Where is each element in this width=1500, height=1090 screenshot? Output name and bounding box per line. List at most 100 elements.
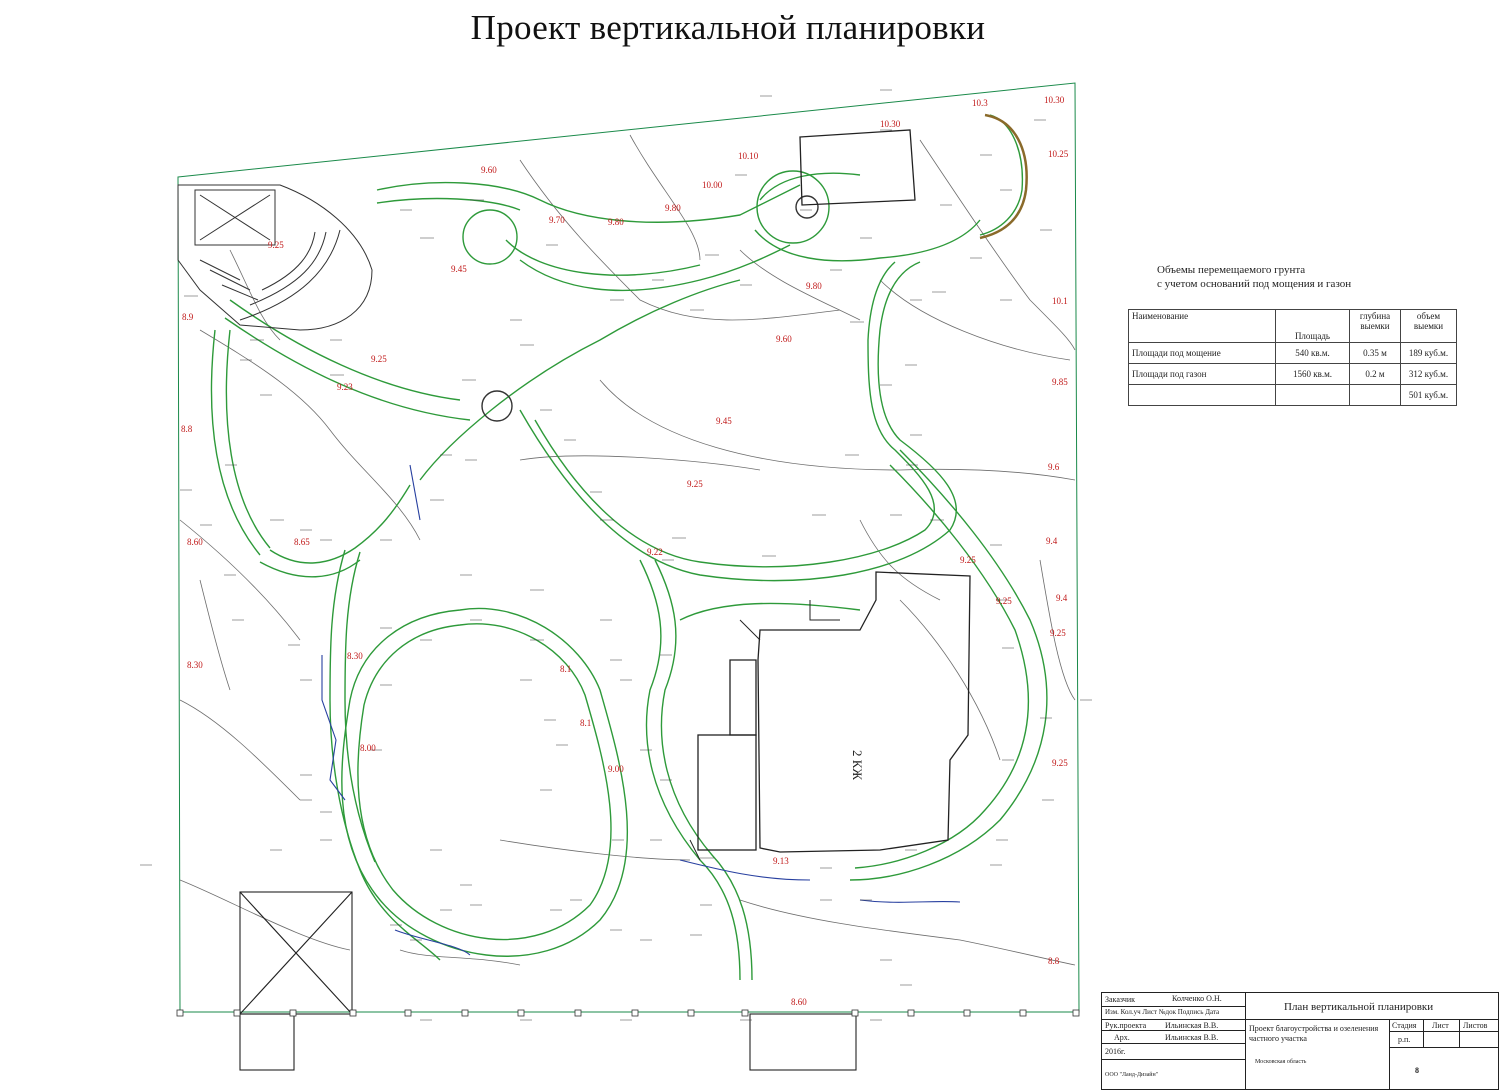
row-area: 1560 кв.м. [1275,363,1350,385]
stamp-person-arch: Ильинская В.В. [1165,1033,1219,1042]
table-row: Площади под мощение 540 кв.м. 0.35 м 189… [1128,342,1457,364]
svg-text:9.25: 9.25 [1052,758,1068,768]
svg-text:10.1: 10.1 [1052,296,1068,306]
header-volume: объем выемки [1400,309,1457,343]
stamp-year: 2016г. [1105,1047,1126,1056]
svg-text:10.30: 10.30 [880,119,901,129]
svg-text:8.65: 8.65 [294,537,310,547]
svg-text:10.00: 10.00 [702,180,723,190]
svg-text:9.80: 9.80 [806,281,822,291]
total-volume: 501 куб.м. [1400,384,1457,406]
row-volume: 189 куб.м. [1400,342,1457,364]
stamp-role-arch: Арх. [1114,1033,1130,1042]
row-depth: 0.2 м [1349,363,1401,385]
stamp-company: ООО "Ланд-Дизайн" [1105,1072,1159,1078]
svg-text:8.60: 8.60 [791,997,807,1007]
svg-text:9.85: 9.85 [1052,377,1068,387]
svg-text:8.30: 8.30 [347,651,363,661]
terrace [799,129,916,206]
stamp-sheet-title: План вертикальной планировки [1284,1001,1434,1013]
svg-text:9.70: 9.70 [549,215,565,225]
svg-text:9.13: 9.13 [773,856,789,866]
row-name: Площади под газон [1128,363,1276,385]
garden-paths [210,114,1048,981]
total-empty [1128,384,1276,406]
gazebo [239,891,857,1071]
svg-text:10.10: 10.10 [738,151,759,161]
drainage-lines [321,464,961,956]
row-name: Площади под мощение [1128,342,1276,364]
site-boundary [177,82,1080,1013]
stamp-role-client: Заказчик [1105,995,1136,1004]
total-row: 501 куб.м. [1128,384,1457,406]
svg-text:9.80: 9.80 [608,217,624,227]
header-depth: глубина выемки [1349,309,1401,343]
svg-text:8.8: 8.8 [181,424,193,434]
title-block: Заказчик Колченко О.Н. Изм. Кол.уч Лист … [1101,992,1499,1090]
header-area: Площадь [1275,309,1350,343]
stamp-sheets-header: Листов [1463,1021,1488,1030]
svg-text:8.60: 8.60 [187,537,203,547]
header-name: Наименование [1128,309,1276,343]
row-depth: 0.35 м [1349,342,1401,364]
elevation-labels: 10.3 10.30 10.30 10.25 10.10 10.00 9.80 … [181,95,1069,1007]
row-area: 540 кв.м. [1275,342,1350,364]
volumes-table: Наименование Площадь глубина выемки объе… [1128,309,1457,406]
svg-text:9.25: 9.25 [1050,628,1066,638]
stamp-person-lead: Ильинская В.В. [1165,1021,1219,1030]
svg-text:9.23: 9.23 [337,382,353,392]
volumes-caption: Объемы перемещаемого грунта с учетом осн… [1157,263,1351,291]
stamp-stage-header: Стадия [1392,1021,1417,1030]
row-volume: 312 куб.м. [1400,363,1457,385]
svg-text:9.22: 9.22 [647,547,663,557]
house-outline [697,571,971,853]
svg-text:9.25: 9.25 [268,240,284,250]
survey-marks [140,89,1092,1021]
amphitheatre [177,184,373,331]
svg-text:8.8: 8.8 [1048,956,1060,966]
svg-text:9.25: 9.25 [687,479,703,489]
svg-text:9.4: 9.4 [1046,536,1058,546]
svg-text:9.60: 9.60 [481,165,497,175]
svg-text:9.45: 9.45 [451,264,467,274]
svg-text:9.4: 9.4 [1056,593,1068,603]
total-empty [1349,384,1401,406]
svg-text:9.6: 9.6 [1048,462,1060,472]
path-markers [689,600,840,861]
volumes-caption-line2: с учетом оснований под мощения и газон [1157,278,1352,290]
volumes-header-row: Наименование Площадь глубина выемки объе… [1128,309,1457,343]
svg-text:10.30: 10.30 [1044,95,1065,105]
svg-text:9.60: 9.60 [776,334,792,344]
total-empty [1275,384,1350,406]
contour-lines [179,134,1076,966]
svg-text:8.1: 8.1 [580,718,591,728]
fence-posts [176,1009,1080,1017]
stamp-stage: р.п. [1398,1035,1411,1044]
svg-text:9.25: 9.25 [371,354,387,364]
svg-text:9.80: 9.80 [665,203,681,213]
accent-path [979,113,1028,240]
svg-text:10.25: 10.25 [1048,149,1069,159]
stamp-person-client: Колченко О.Н. [1172,994,1222,1003]
svg-text:8.30: 8.30 [187,660,203,670]
svg-text:10.3: 10.3 [972,98,988,108]
svg-text:9.45: 9.45 [716,416,732,426]
stamp-project-text: Проект благоустройства и озеленения част… [1249,1024,1379,1043]
volumes-caption-line1: Объемы перемещаемого грунта [1157,264,1306,276]
svg-text:9.25: 9.25 [996,596,1012,606]
stamp-location: Московская область [1255,1059,1307,1065]
stamp-sheet-header: Лист [1432,1021,1449,1030]
building-label: 2 КЖ [850,750,865,780]
table-row: Площади под газон 1560 кв.м. 0.2 м 312 к… [1128,363,1457,385]
round-features [462,170,830,422]
svg-text:9.25: 9.25 [960,555,976,565]
stamp-sheet-no: 8 [1415,1066,1419,1075]
stamp-role-lead: Рук.проекта [1105,1021,1147,1030]
svg-text:8.9: 8.9 [182,312,194,322]
svg-text:8.1: 8.1 [560,664,571,674]
svg-text:8.00: 8.00 [360,743,376,753]
page-title: Проект вертикальной планировки [470,8,986,47]
stamp-col-headers: Изм. Кол.уч Лист №док Подпись Дата [1105,1008,1220,1016]
svg-text:9.00: 9.00 [608,764,624,774]
